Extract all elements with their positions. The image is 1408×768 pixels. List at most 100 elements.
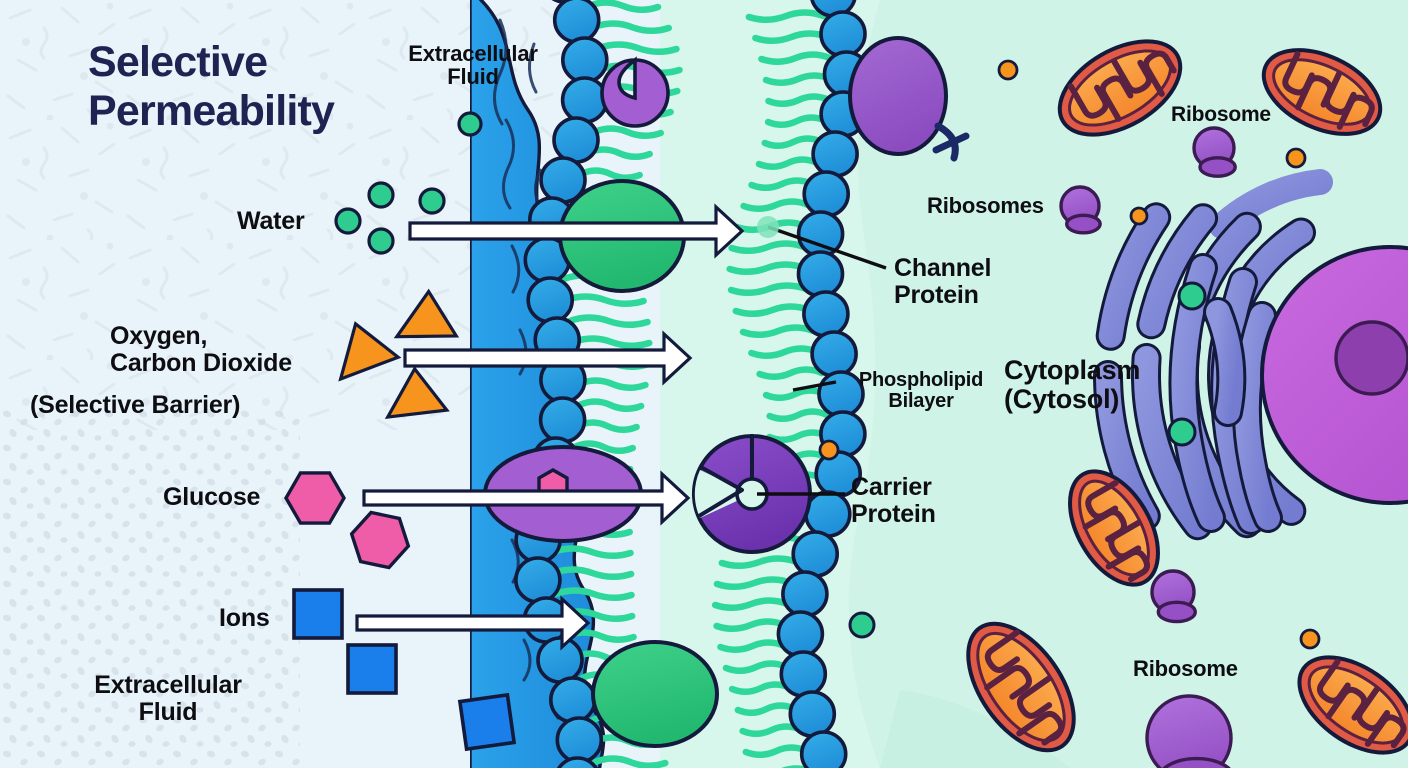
phospholipid-tail — [739, 324, 817, 338]
phospholipid-tail — [728, 240, 808, 254]
label-ribosome-top: Ribosome — [1171, 103, 1271, 126]
water-molecules — [334, 111, 483, 255]
phospholipid-tail — [552, 587, 635, 601]
mitochondrion — [1057, 39, 1183, 137]
phospholipid-tail — [752, 30, 831, 44]
page-title: Selective Permeability — [88, 38, 335, 135]
ions-arrow — [355, 595, 591, 651]
phospholipid-tail — [717, 639, 788, 653]
er-membrane-fill — [1134, 346, 1210, 538]
phospholipid-tail — [575, 377, 649, 391]
label-carrier-protein: Carrier Protein — [851, 473, 936, 528]
ion-molecule — [346, 643, 398, 695]
gas-molecule — [818, 439, 840, 461]
leader-lines — [757, 225, 887, 496]
gas-molecule — [338, 321, 402, 382]
phospholipid-tail — [711, 597, 791, 611]
gas-molecules — [338, 288, 460, 419]
ion-molecule — [457, 692, 517, 752]
transport-arrows — [355, 203, 745, 651]
phospholipid-head — [552, 116, 600, 164]
phospholipid-tail — [550, 566, 635, 580]
phospholipid-head — [776, 610, 825, 658]
phospholipid-tail — [577, 167, 643, 181]
phospholipid-tail — [761, 135, 826, 149]
phospholipid-tail — [562, 293, 647, 307]
label-selective-barrier: (Selective Barrier) — [30, 391, 241, 419]
phospholipid-head — [796, 250, 845, 298]
phospholipid-tail — [742, 744, 811, 758]
ribosome — [1059, 185, 1102, 235]
phospholipid-head — [802, 170, 851, 218]
label-glucose: Glucose — [163, 483, 261, 511]
phospholipid-tail — [585, 0, 662, 13]
phospholipid-head — [514, 556, 562, 604]
mitochondrion — [1297, 655, 1408, 755]
er-membrane-fill — [1139, 206, 1216, 337]
phospholipid-head — [526, 276, 575, 324]
ribosomes — [1059, 126, 1237, 768]
label-extracellular-fluid-bottom: Extracellular Fluid — [94, 671, 242, 726]
glucose-molecule — [284, 471, 346, 525]
glucose-arrow — [362, 470, 691, 526]
phospholipid-tail — [758, 51, 834, 65]
ion-molecule — [292, 588, 344, 640]
gas-molecule — [997, 59, 1019, 81]
membrane-protein-channel-small[interactable] — [600, 56, 670, 128]
water-molecule — [367, 181, 395, 209]
gas-molecule — [393, 288, 460, 339]
label-ribosomes: Ribosomes — [927, 193, 1044, 218]
phospholipid-tail — [766, 429, 831, 443]
label-phospholipid-bilayer: Phospholipid Bilayer — [858, 369, 984, 413]
phospholipid-tail — [762, 72, 834, 86]
carrier-protein[interactable] — [692, 433, 812, 554]
transport-vesicle-bottom — [591, 640, 719, 748]
phospholipid-tail — [591, 20, 672, 34]
phospholipid-tail — [722, 660, 790, 674]
glucose-molecules — [284, 471, 411, 570]
phospholipid-tail — [570, 335, 653, 349]
label-water: Water — [237, 207, 305, 235]
phospholipid-tail — [576, 398, 645, 412]
phospholipid-tail — [718, 555, 801, 569]
cytoplasm-small-molecules — [818, 59, 1321, 650]
gas-arrow — [403, 330, 693, 386]
phospholipid-head — [779, 650, 828, 698]
phospholipid-tail — [766, 408, 831, 422]
phospholipid-head — [555, 716, 604, 764]
gas-molecule — [1129, 206, 1149, 226]
phospholipid-tail — [755, 156, 821, 170]
phospholipid-tail — [726, 261, 808, 275]
phospholipid-tail — [727, 282, 810, 296]
phospholipid-tail — [748, 345, 821, 359]
phospholipid-tail — [549, 545, 634, 559]
phospholipid-head — [803, 490, 852, 538]
label-oxygen-carbon-dioxide: Oxygen, Carbon Dioxide — [110, 322, 292, 377]
er-membrane-fill — [1098, 205, 1169, 348]
phospholipid-tail — [728, 681, 794, 695]
channel-protein-leader — [767, 225, 887, 270]
phospholipid-tail — [713, 618, 789, 632]
gas-molecule — [1299, 628, 1321, 650]
water-molecule — [848, 611, 876, 639]
phospholipid-tail — [591, 125, 664, 139]
phospholipid-head — [536, 636, 584, 684]
mitochondrion — [1068, 469, 1160, 587]
phospholipid-tail — [756, 366, 826, 380]
phospholipid-head — [791, 530, 840, 578]
phospholipid-head — [799, 730, 848, 768]
water-arrow — [408, 203, 745, 259]
nucleolus — [1334, 320, 1408, 396]
membrane-protein-channel-top[interactable] — [848, 36, 970, 162]
phospholipid-leader — [792, 380, 837, 392]
phospholipid-head — [811, 130, 859, 178]
water-molecule — [1167, 417, 1197, 447]
glucose-molecule — [349, 510, 411, 570]
phospholipid-tail — [732, 303, 813, 317]
label-extracellular-fluid-top: Extracellular Fluid — [408, 41, 538, 90]
phospholipid-tail — [592, 755, 669, 768]
mitochondria — [966, 39, 1408, 755]
ion-molecules — [292, 588, 517, 752]
water-molecule — [334, 207, 362, 235]
